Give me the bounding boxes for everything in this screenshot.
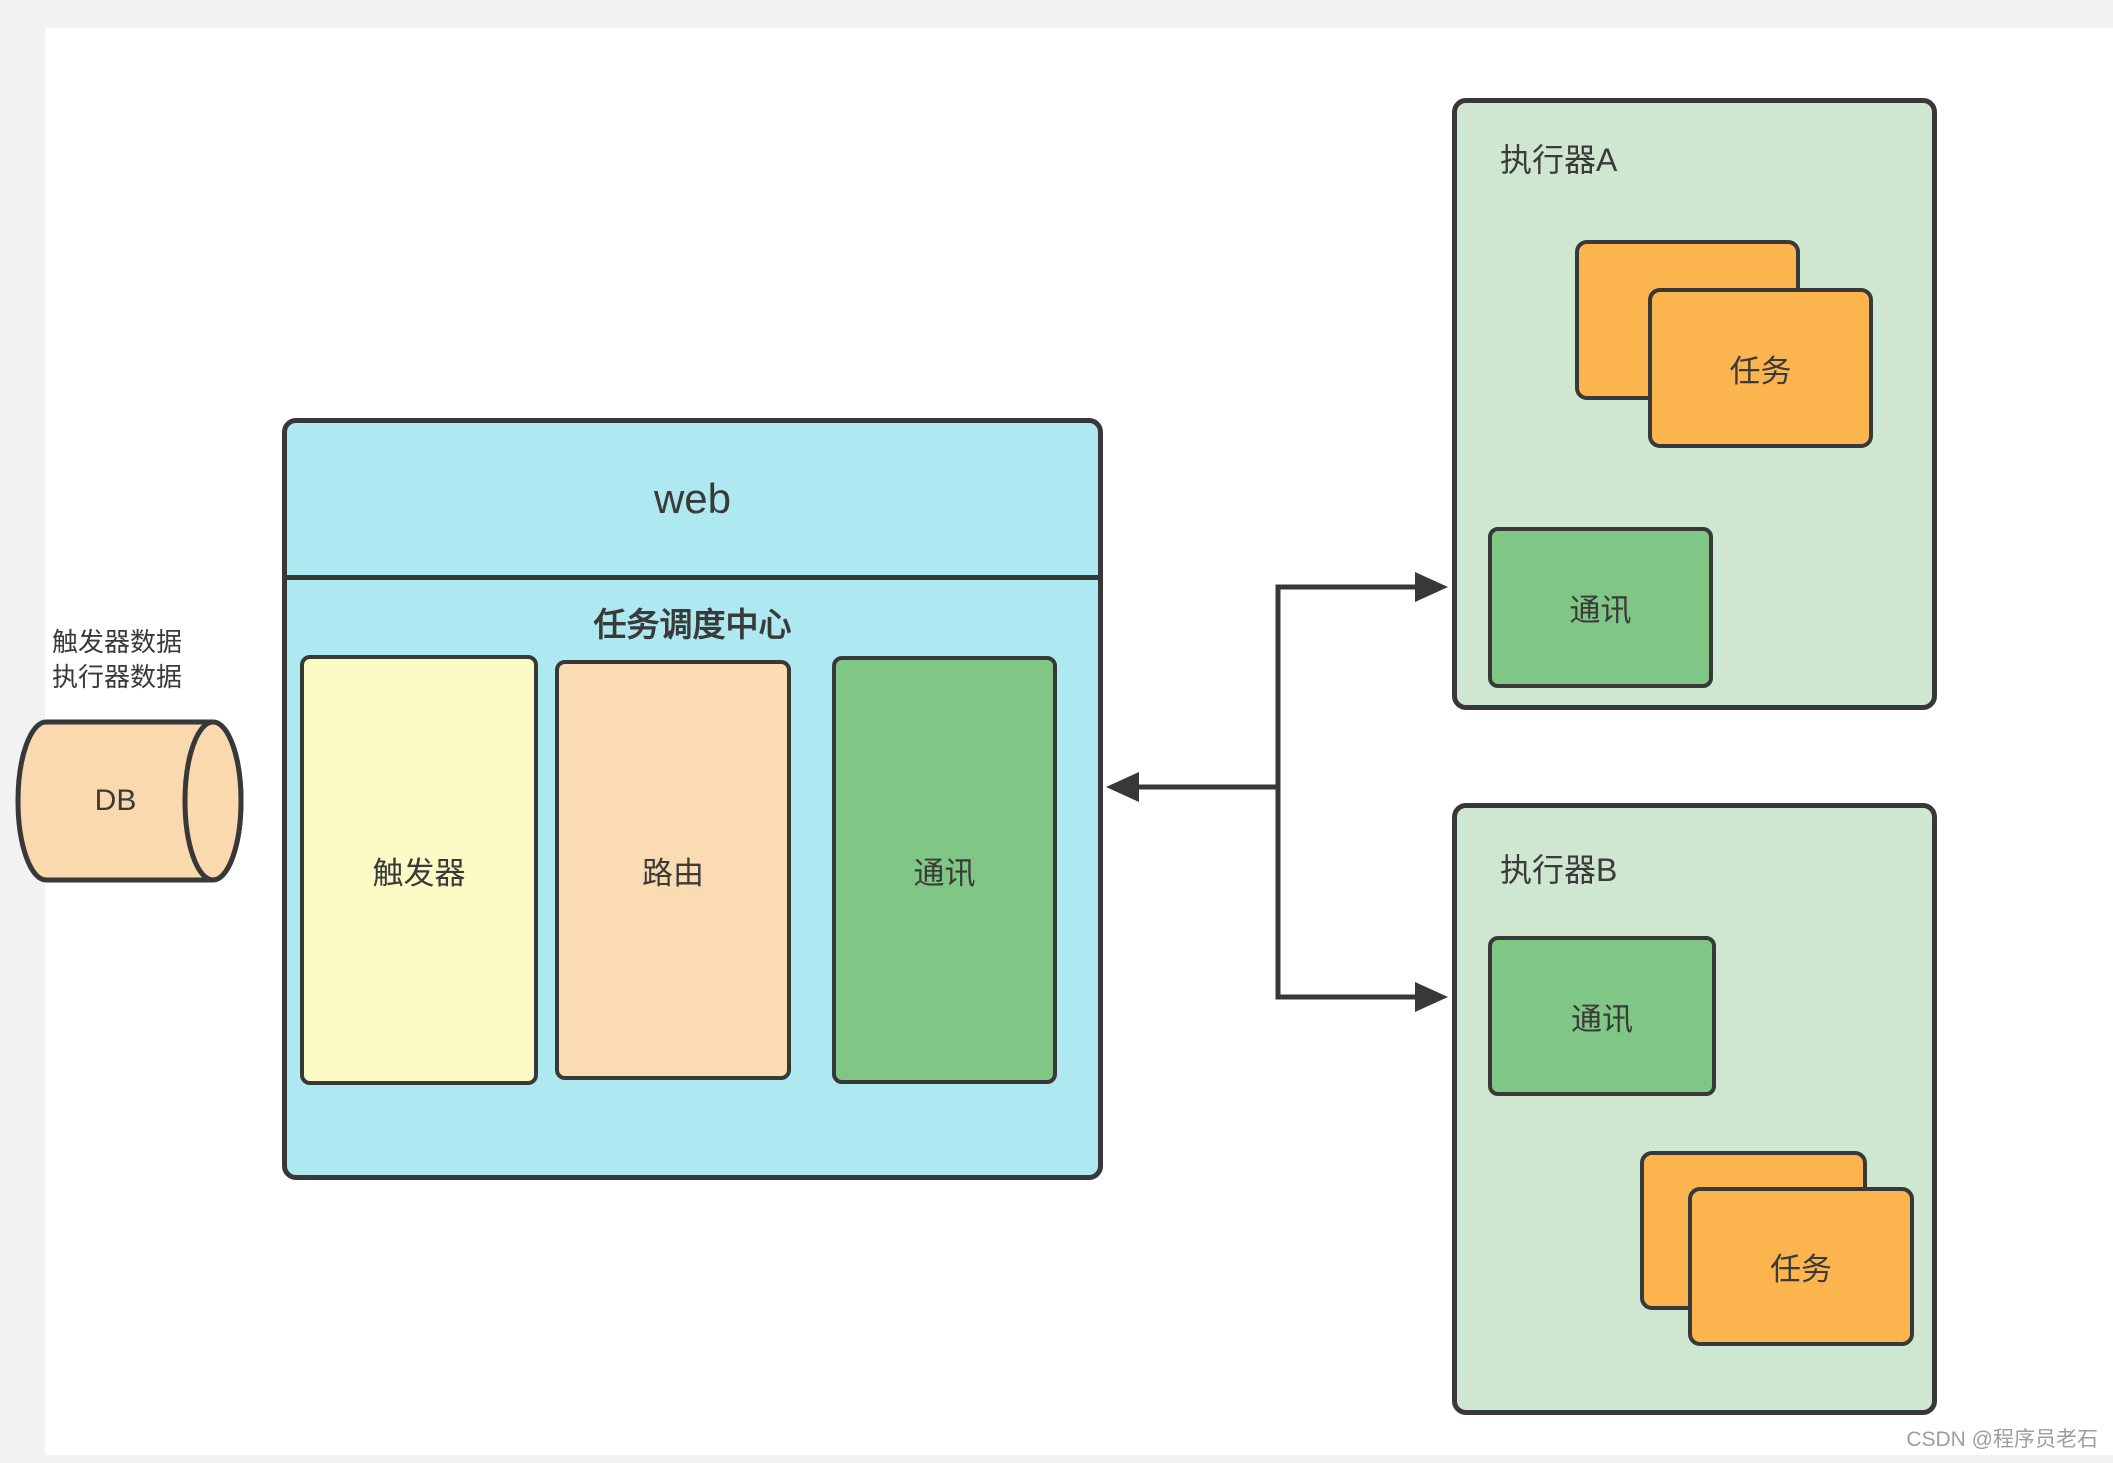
- executor-b-task: 任务: [1688, 1187, 1914, 1346]
- scheduler-web-header: web: [287, 423, 1098, 580]
- executor-b-comm: 通讯: [1488, 936, 1716, 1096]
- db-caption: 触发器数据 执行器数据: [52, 627, 183, 692]
- executor-b-title: 执行器B: [1500, 852, 1618, 888]
- scheduler-container: web 任务调度中心 触发器 路由 通讯: [282, 418, 1103, 1180]
- arrowhead-to-executor-a: [1415, 572, 1448, 602]
- db-label: DB: [94, 784, 137, 817]
- db-cylinder-cap: [182, 719, 244, 883]
- executor-b-container: 执行器B 通讯 任务: [1452, 803, 1937, 1415]
- bottom-gutter: [0, 1455, 2113, 1463]
- module-trigger: 触发器: [300, 655, 538, 1085]
- module-router: 路由: [555, 660, 791, 1080]
- arrowhead-to-scheduler: [1106, 772, 1139, 802]
- arrowhead-to-executor-b: [1415, 982, 1448, 1012]
- executor-a-title: 执行器A: [1500, 142, 1618, 178]
- top-gutter: [0, 0, 2113, 28]
- scheduler-title: 任务调度中心: [593, 606, 792, 643]
- executor-a-container: 执行器A 任务 通讯: [1452, 98, 1937, 710]
- executor-a-comm: 通讯: [1488, 527, 1713, 688]
- executor-a-task: 任务: [1648, 288, 1873, 448]
- module-comm: 通讯: [832, 656, 1057, 1084]
- csdn-watermark: CSDN @程序员老石: [1906, 1428, 2098, 1451]
- connector-branch-line: [1275, 584, 1417, 1000]
